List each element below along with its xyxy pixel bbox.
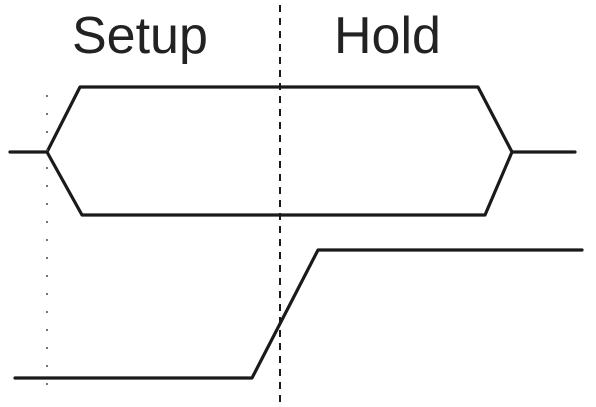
data-bus-waveform	[8, 85, 577, 217]
hold-label: Hold	[334, 7, 441, 65]
clock-waveform	[13, 248, 584, 380]
setup-label: Setup	[72, 7, 208, 65]
